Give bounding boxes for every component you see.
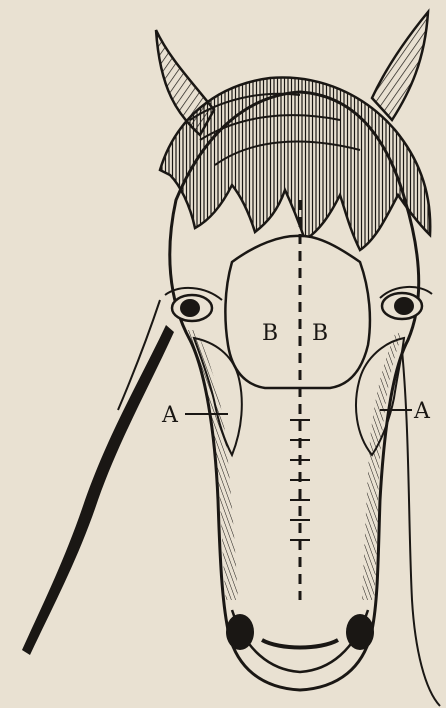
nostril-left	[226, 614, 254, 650]
rein-right	[400, 330, 440, 706]
label-b-right: B	[312, 321, 328, 346]
label-b-left: B	[262, 321, 278, 346]
ear-right	[372, 12, 428, 120]
label-a-left: A	[161, 403, 179, 428]
region-b-outline	[225, 236, 370, 388]
nostril-right	[346, 614, 374, 650]
label-a-right: A	[413, 399, 431, 424]
rein-left	[22, 325, 174, 655]
